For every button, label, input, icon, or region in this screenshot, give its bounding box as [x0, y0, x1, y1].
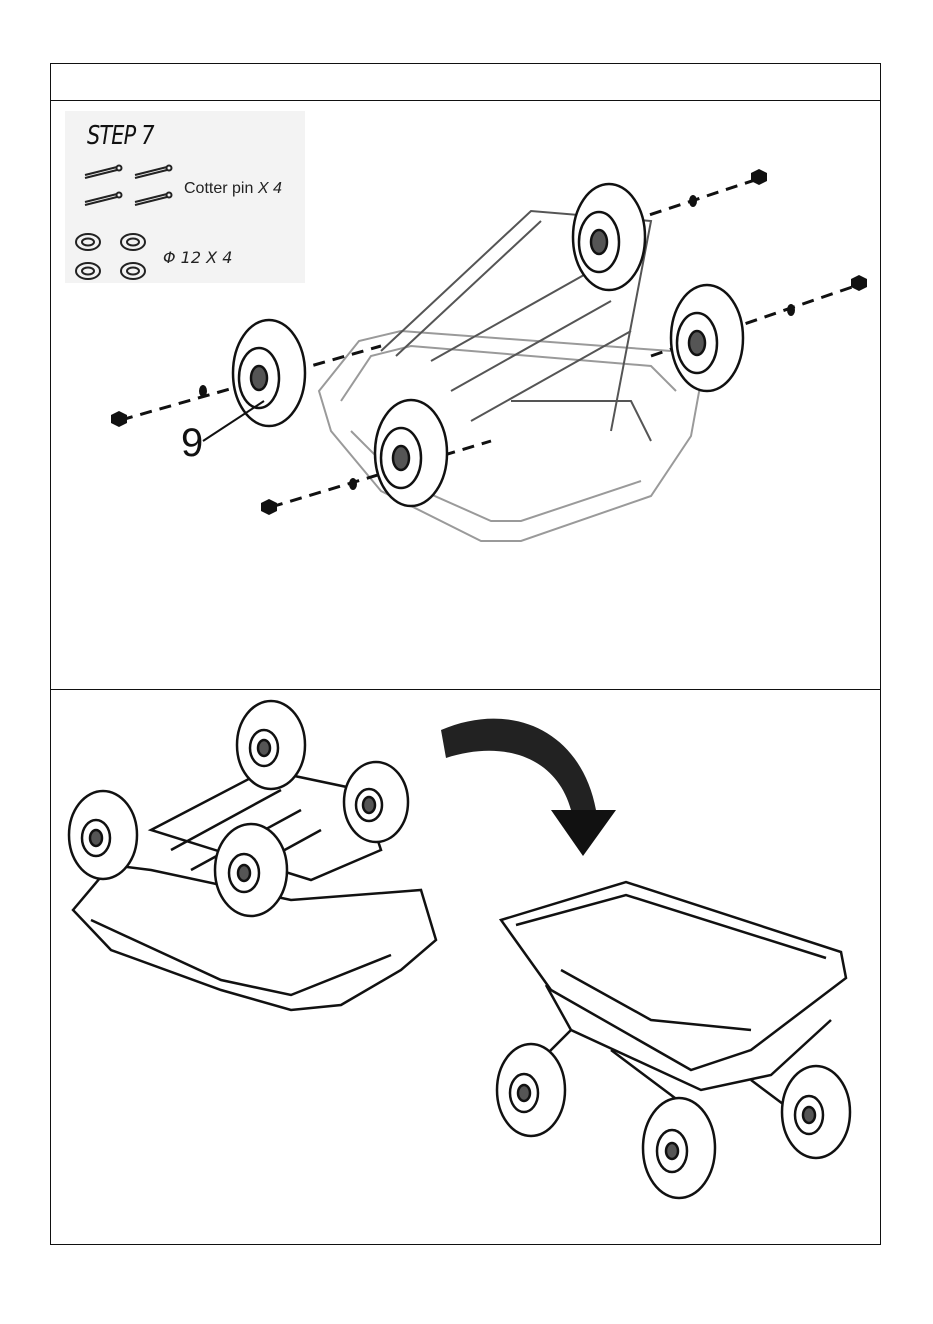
part-callout: 9	[181, 421, 203, 466]
wheel-icon	[671, 285, 743, 391]
flip-arrow-icon	[441, 719, 616, 856]
wheel-icon	[237, 701, 305, 789]
wheel-icon	[497, 1044, 565, 1136]
wheel-icon	[233, 320, 305, 426]
header-band	[51, 64, 880, 101]
wheel-icon	[573, 184, 645, 290]
axle-hardware	[111, 169, 867, 515]
wheel-icon	[215, 824, 287, 916]
flip-wagon-panel	[51, 690, 880, 1243]
step-7-panel: STEP 7 Cotter pin X 4	[51, 101, 880, 690]
wheel-icon	[69, 791, 137, 879]
wheel-assembly-diagram	[51, 101, 882, 690]
instruction-page-frame: STEP 7 Cotter pin X 4	[50, 63, 881, 1245]
wheel-icon	[643, 1098, 715, 1198]
flip-wagon-diagram	[51, 690, 882, 1243]
wheel-icon	[344, 762, 408, 842]
axle-lines	[121, 178, 861, 507]
wheel-icon	[782, 1066, 850, 1158]
wheel-icon	[375, 400, 447, 506]
